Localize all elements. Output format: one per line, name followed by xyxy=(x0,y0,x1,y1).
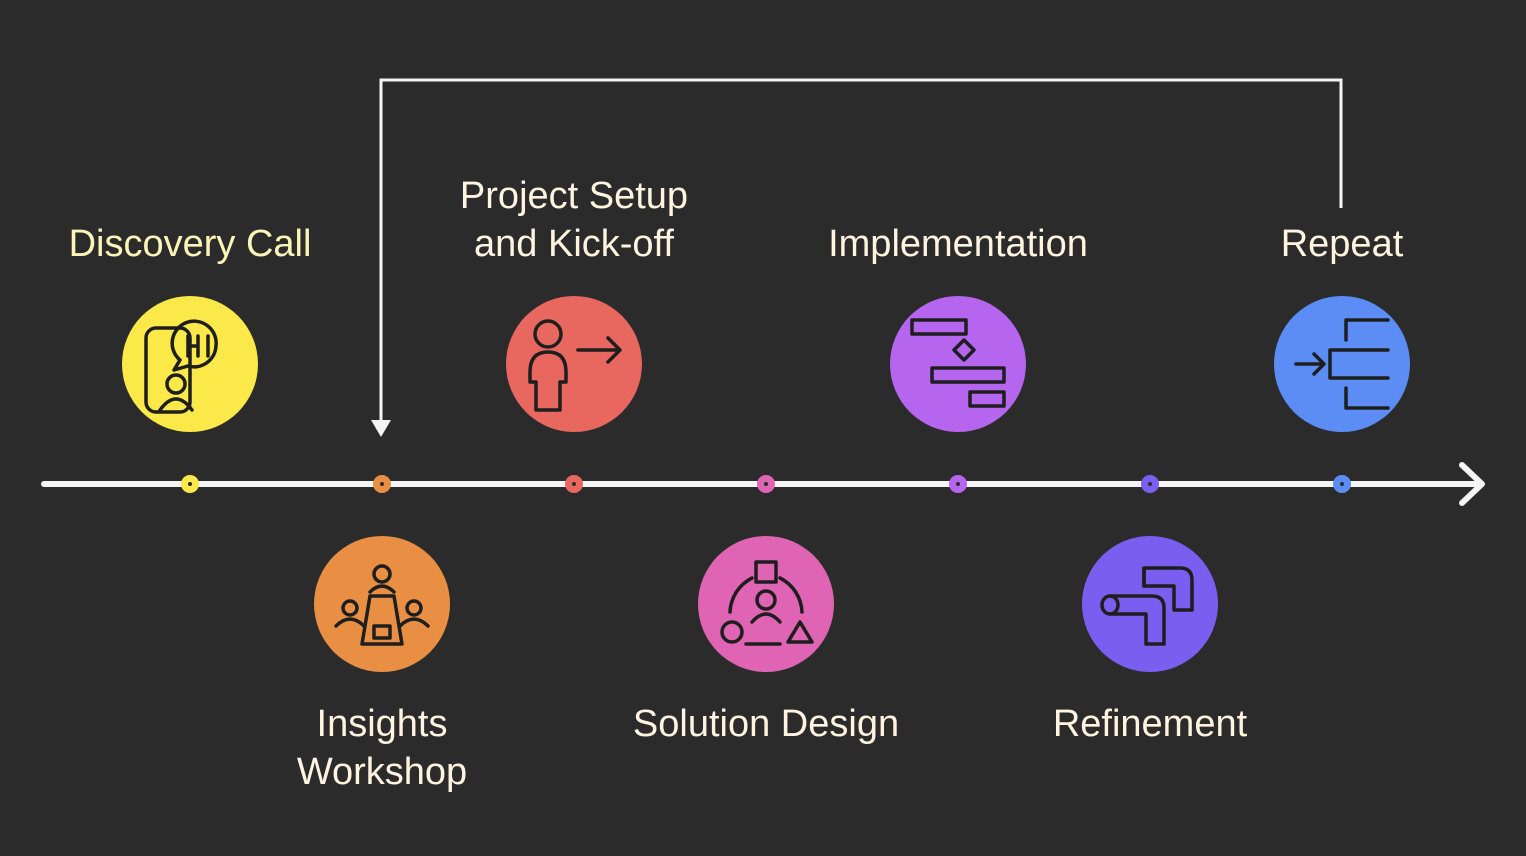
gantt-icon xyxy=(910,318,1006,408)
step-implementation xyxy=(890,296,1026,432)
timeline-marker-dot xyxy=(1340,482,1344,486)
step-refinement xyxy=(1082,536,1218,672)
step-solution-design xyxy=(698,536,834,672)
step-project-setup xyxy=(506,296,642,432)
step-label-line: Repeat xyxy=(1280,223,1404,265)
timeline-marker-dot xyxy=(956,482,960,486)
step-label-line: Workshop xyxy=(296,751,468,793)
timeline-arrowhead xyxy=(1459,462,1485,506)
step-circle xyxy=(1274,296,1410,432)
step-circle xyxy=(698,536,834,672)
step-label-line: and Kick-off xyxy=(474,223,674,265)
repeat-loop-arrow xyxy=(379,78,1343,430)
shapes-person-icon xyxy=(720,560,814,646)
timeline-marker-dot xyxy=(1148,482,1152,486)
step-circle xyxy=(506,296,642,432)
step-label-discovery-call: Discovery Call xyxy=(69,220,312,268)
timeline-marker-dot xyxy=(380,482,384,486)
step-label-line: Discovery Call xyxy=(68,223,312,265)
step-circle xyxy=(890,296,1026,432)
person-arrow-icon xyxy=(528,319,622,412)
repeat-loop-arrowhead xyxy=(371,420,391,437)
step-insights-workshop xyxy=(314,536,450,672)
step-label-project-setup: Project Setup and Kick-off xyxy=(460,172,688,268)
step-label-repeat: Repeat xyxy=(1281,220,1404,268)
step-label-implementation: Implementation xyxy=(828,220,1088,268)
phone-chat-icon xyxy=(144,319,218,414)
timeline-marker-dot xyxy=(764,482,768,486)
step-label-line: Insights xyxy=(316,703,448,745)
step-circle xyxy=(314,536,450,672)
step-label-refinement: Refinement xyxy=(1053,700,1247,748)
step-label-solution-design: Solution Design xyxy=(633,700,899,748)
timeline-marker-dot xyxy=(188,482,192,486)
flow-pipe-icon xyxy=(1100,566,1194,646)
step-label-line: Project Setup xyxy=(459,175,689,217)
step-discovery-call xyxy=(122,296,258,432)
step-repeat xyxy=(1274,296,1410,432)
step-label-line: Refinement xyxy=(1052,703,1248,745)
timeline-marker-dot xyxy=(572,482,576,486)
step-label-line: Implementation xyxy=(828,223,1088,265)
step-label-line: Solution Design xyxy=(632,703,900,745)
meeting-table-icon xyxy=(334,564,430,646)
enter-bracket-icon xyxy=(1294,318,1390,410)
